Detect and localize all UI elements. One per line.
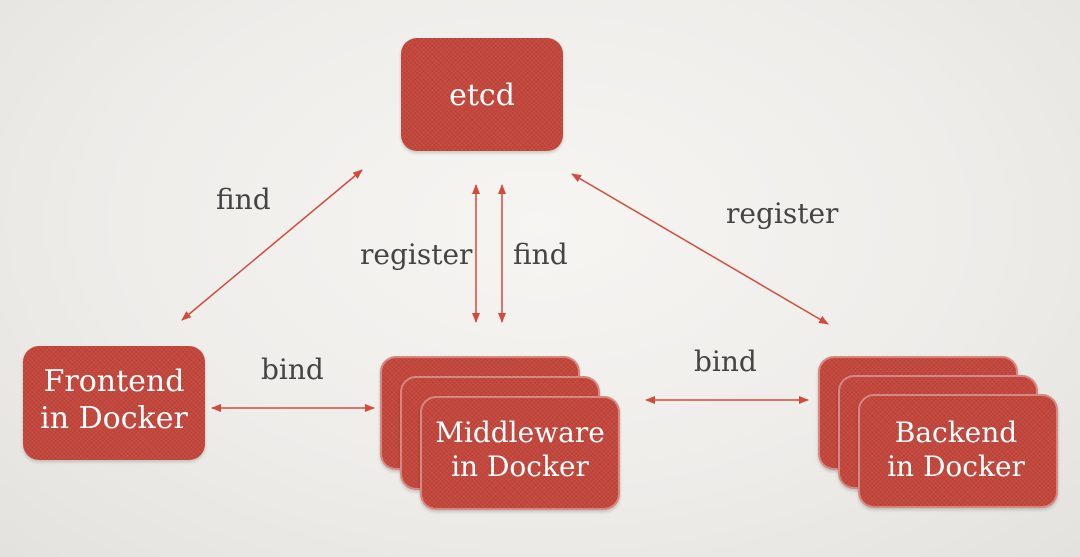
backend-node-layer3 [858, 394, 1058, 508]
middleware-register-edge-label: register [360, 238, 473, 271]
backend-line2: in Docker [887, 450, 1025, 484]
middleware-node-layer3 [420, 396, 620, 510]
frontend-line2: in Docker [40, 400, 188, 436]
middleware-find-edge-label: find [513, 238, 568, 271]
frontend-middleware-edge-label: bind [261, 353, 324, 386]
etcd-label: etcd [449, 78, 515, 113]
frontend-etcd-edge-label: find [216, 183, 271, 216]
frontend-etcd-arrow [181, 169, 363, 321]
frontend-label: Frontend in Docker [23, 364, 205, 437]
middleware-line1: Middleware [435, 416, 605, 449]
frontend-line1: Frontend [43, 364, 185, 399]
backend-label: Backend in Docker [856, 416, 1056, 484]
backend-etcd-edge-label: register [726, 197, 839, 230]
backend-etcd-arrow [571, 173, 829, 325]
backend-line1: Backend [894, 416, 1018, 449]
frontend-node [23, 346, 205, 460]
middleware-label: Middleware in Docker [420, 416, 620, 484]
middleware-backend-edge-label: bind [694, 345, 757, 378]
etcd-node [401, 38, 563, 151]
middleware-line2: in Docker [451, 450, 589, 484]
